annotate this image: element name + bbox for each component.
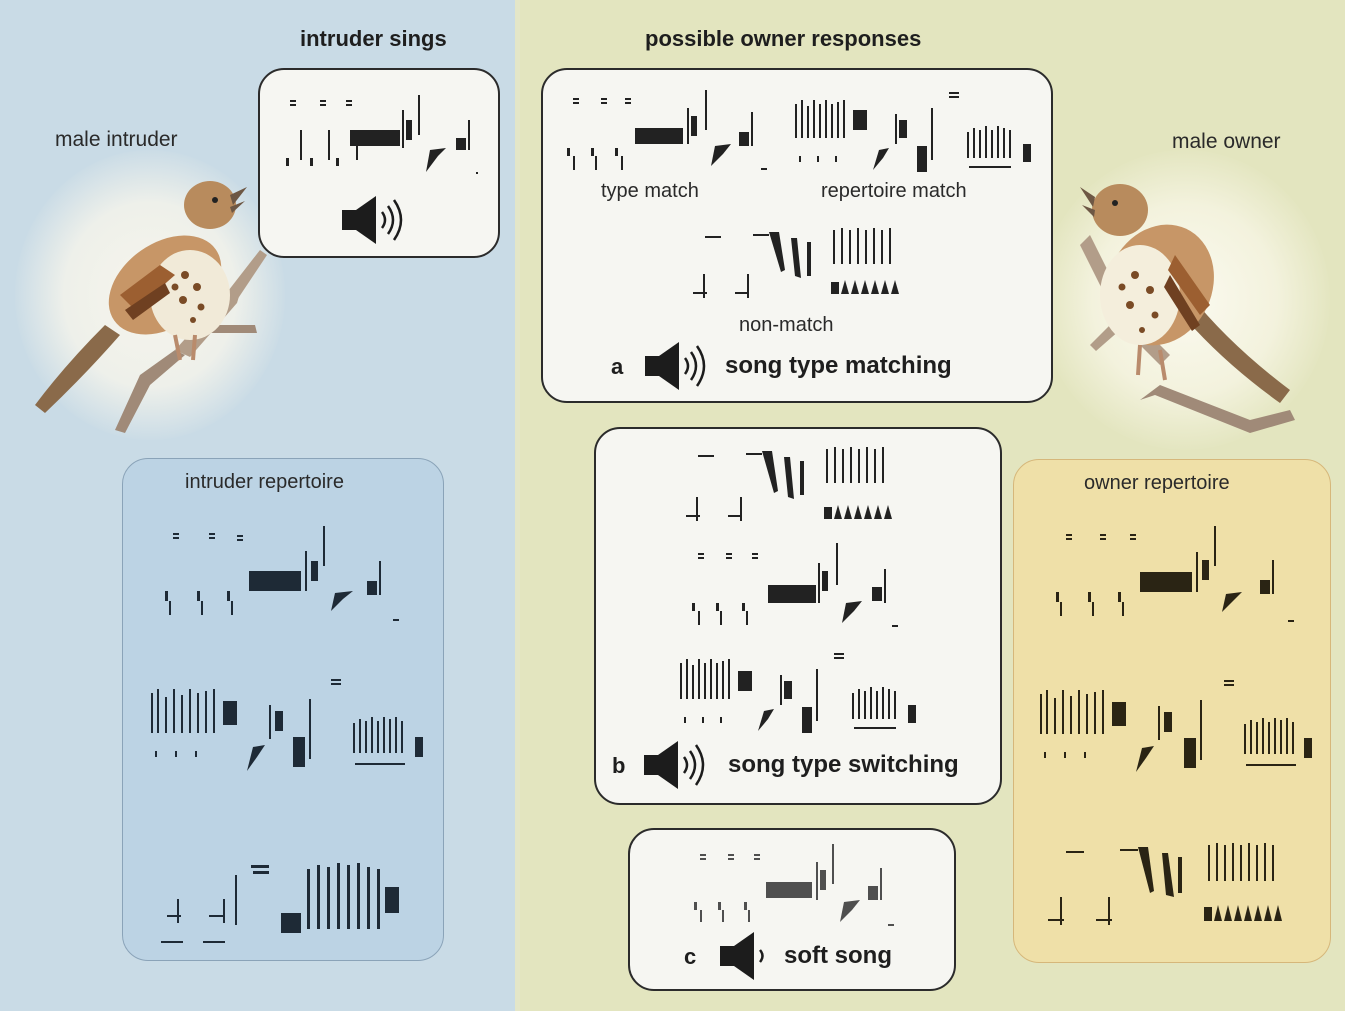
response-c-letter: c	[684, 944, 696, 970]
repertoire-match-label: repertoire match	[821, 180, 967, 203]
type-match-spectrogram	[561, 88, 776, 178]
speaker-icon	[644, 739, 714, 791]
response-c-box: c soft song	[628, 828, 956, 991]
intruder-song-spectrogram	[278, 90, 478, 185]
response-b-box: b song type switching	[594, 427, 1002, 805]
intruder-repertoire-song-2	[145, 671, 435, 781]
response-b-title: song type switching	[728, 751, 959, 779]
owner-repertoire-box: owner repertoire	[1013, 459, 1331, 963]
repertoire-match-spectrogram	[791, 88, 1041, 178]
speaker-icon	[645, 340, 715, 392]
intruder-repertoire-box: intruder repertoire	[122, 458, 444, 961]
male-intruder-label: male intruder	[55, 128, 178, 152]
response-a-letter: a	[611, 354, 623, 380]
switching-song-3	[676, 647, 926, 737]
intruder-repertoire-title: intruder repertoire	[185, 471, 344, 494]
response-a-box: type match repertoire match non-match a …	[541, 68, 1053, 403]
speaker-icon	[342, 194, 412, 246]
response-b-letter: b	[612, 753, 625, 779]
owner-repertoire-song-2	[1034, 672, 1324, 782]
speaker-icon	[720, 932, 770, 980]
non-match-label: non-match	[739, 314, 834, 337]
switching-song-1	[676, 439, 916, 529]
response-c-title: soft song	[784, 942, 892, 970]
response-a-title: song type matching	[725, 352, 952, 380]
intruder-sings-header: intruder sings	[300, 26, 447, 52]
switching-song-2	[686, 539, 906, 634]
intruder-repertoire-song-1	[153, 521, 413, 631]
type-match-label: type match	[601, 180, 699, 203]
owner-repertoire-title: owner repertoire	[1084, 472, 1230, 495]
non-match-spectrogram	[683, 220, 923, 310]
owner-repertoire-song-1	[1042, 520, 1302, 630]
male-owner-label: male owner	[1172, 130, 1281, 154]
soft-song-spectrogram	[688, 842, 908, 932]
intruder-repertoire-song-3	[153, 849, 413, 954]
intruder-song-box	[258, 68, 500, 258]
owner-responses-header: possible owner responses	[645, 26, 921, 52]
intruder-sparrow-illustration	[25, 175, 285, 435]
owner-repertoire-song-3	[1036, 835, 1316, 945]
owner-sparrow-illustration	[1060, 175, 1310, 435]
